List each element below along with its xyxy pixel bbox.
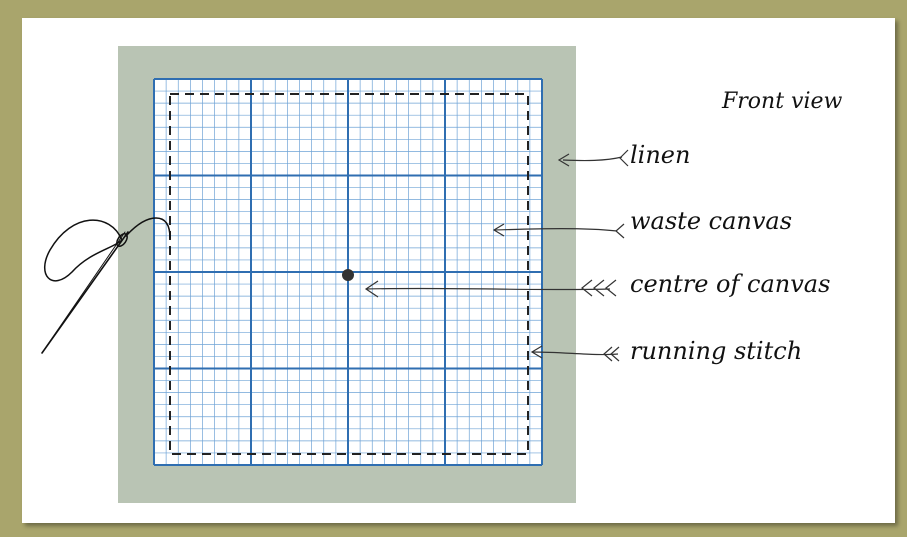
- label-centre-of-canvas: centre of canvas: [630, 270, 830, 298]
- arrow-waste-canvas: [493, 228, 618, 232]
- needle-and-thread-icon: [41, 217, 171, 354]
- label-waste-canvas: waste canvas: [630, 207, 792, 235]
- label-linen: linen: [630, 141, 690, 169]
- arrow-centre: [365, 287, 611, 291]
- major-grid-lines: [153, 78, 543, 466]
- view-title: Front view: [721, 89, 843, 114]
- arrow-icon: [364, 149, 629, 362]
- arrow-linen: [562, 156, 623, 162]
- centre-dot-icon: [342, 269, 354, 281]
- label-running-stitch: running stitch: [630, 337, 802, 365]
